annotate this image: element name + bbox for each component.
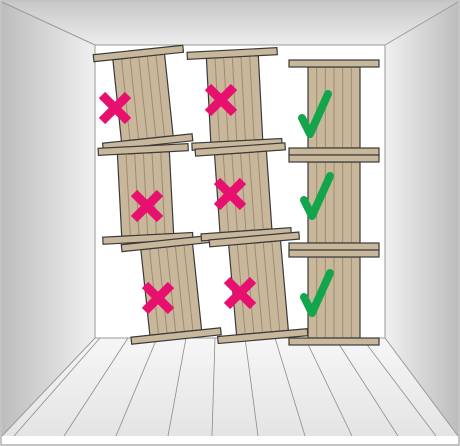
- spool-top-flange: [289, 60, 379, 67]
- spool-bottom-flange: [289, 338, 379, 345]
- spool-top-flange: [289, 155, 379, 162]
- spool-bottom-flange: [289, 148, 379, 155]
- spool-bottom-flange: [289, 243, 379, 250]
- spool-top-flange: [289, 250, 379, 257]
